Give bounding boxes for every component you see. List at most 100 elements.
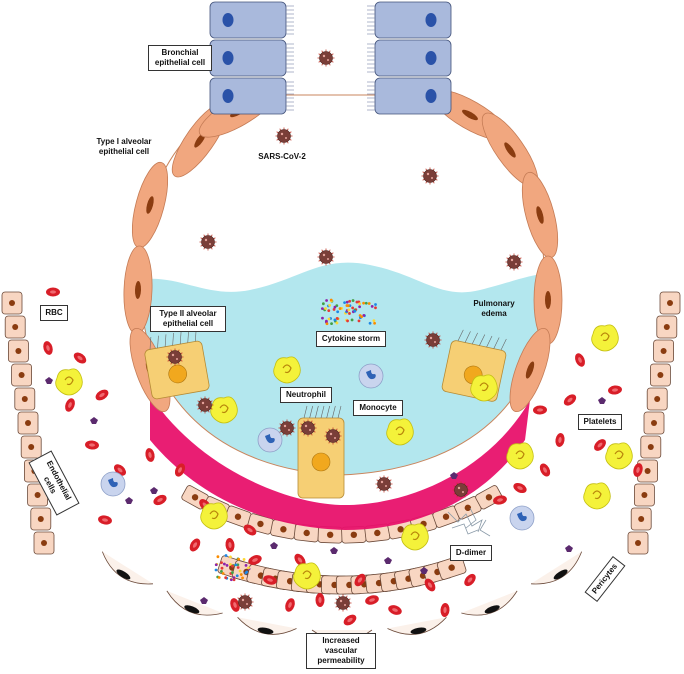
endothelial-column-right <box>653 339 674 363</box>
virus-particle <box>196 396 214 414</box>
type1-nucleus <box>545 291 551 309</box>
bronchial-body <box>209 1 287 39</box>
microvillus <box>471 332 478 345</box>
virus-capsid <box>377 477 391 491</box>
type2-nucleus <box>168 364 187 384</box>
red-blood-cell <box>225 538 235 552</box>
platelet-body <box>605 442 633 470</box>
monocyte-nucleus <box>265 434 275 444</box>
monocyte <box>257 427 283 453</box>
bronchial-body <box>374 39 452 77</box>
microvillus <box>164 334 167 347</box>
platelet-fragment <box>450 472 458 479</box>
platelet-granule <box>479 382 489 392</box>
red-blood-cell <box>263 575 277 585</box>
column-nucleus <box>18 372 25 378</box>
label-monocyte: Monocyte <box>353 400 403 416</box>
microvillus <box>303 405 308 419</box>
rbc-center <box>427 582 433 588</box>
red-blood-cell <box>145 448 155 462</box>
inner-endothelial-cell-nucleus <box>257 520 264 528</box>
red-blood-cell <box>85 440 99 450</box>
virus-spot <box>204 238 208 242</box>
column-nucleus <box>25 420 31 426</box>
label-cytokine-storm: Cytokine storm <box>316 331 386 347</box>
bronchial-cell <box>209 77 294 115</box>
rbc-center <box>357 577 363 583</box>
virus-spot <box>322 54 326 58</box>
rbc-center <box>517 486 523 490</box>
type2-cell <box>144 329 210 400</box>
bronchial-nucleus <box>425 13 437 27</box>
microvillus <box>486 335 493 348</box>
virus-spot <box>171 353 175 357</box>
virus-particle <box>278 419 296 437</box>
red-blood-cell <box>608 385 622 395</box>
endothelial-column-right <box>627 531 649 555</box>
cytokine-dot <box>367 302 371 305</box>
type1-cell <box>123 245 153 335</box>
cytokine-dot <box>335 321 339 325</box>
platelet-body <box>200 502 228 530</box>
cytokine-dot <box>225 564 229 567</box>
platelet-fragment <box>125 497 133 504</box>
platelet-granule <box>614 450 624 460</box>
virus-capsid <box>280 421 294 435</box>
red-blood-cell <box>153 494 167 506</box>
type1-cell <box>509 327 551 413</box>
red-blood-cell <box>539 463 551 477</box>
cytokine-dot <box>350 318 354 322</box>
endothelial-column-right <box>646 387 668 411</box>
red-blood-cell <box>594 439 606 451</box>
monocyte <box>358 363 384 389</box>
virus-spot <box>206 406 208 408</box>
cytokine-dot <box>330 322 333 326</box>
virus-particle <box>236 593 254 611</box>
rbc-center <box>467 577 473 583</box>
rbc-center <box>148 452 152 458</box>
type1-nucleus <box>462 109 478 121</box>
column-nucleus <box>37 516 44 522</box>
virus-capsid <box>238 595 252 609</box>
cytokine-dot <box>355 300 359 304</box>
platelet-granule <box>592 490 602 500</box>
red-blood-cell <box>315 593 325 607</box>
platelet-granule <box>64 376 74 386</box>
microvillus <box>493 337 500 349</box>
cytokine-dot <box>320 307 324 311</box>
platelet <box>583 482 611 510</box>
inner-endothelial-cell-nucleus <box>397 526 404 533</box>
platelet <box>210 396 238 424</box>
cytokine-dot <box>321 302 325 306</box>
cytokine-dot <box>241 576 244 580</box>
platelet <box>293 562 321 590</box>
virus-capsid <box>301 421 315 435</box>
red-blood-cell <box>563 394 577 406</box>
rbc-center <box>117 467 123 473</box>
label-increased-vascular-permeability: Increased vascular permeability <box>306 633 376 669</box>
virus-spot <box>241 598 245 602</box>
red-blood-cell <box>65 398 75 412</box>
column-nucleus <box>9 300 15 306</box>
bronchial-body <box>374 77 452 115</box>
virus-spot <box>309 429 311 431</box>
cytokine-dot <box>235 574 239 578</box>
cytokine-dot <box>247 566 250 570</box>
platelet-granule <box>209 510 219 520</box>
cytokine-dot <box>348 312 351 315</box>
red-blood-cell <box>174 463 186 477</box>
microvillus <box>337 405 342 419</box>
rbc-center <box>288 602 292 608</box>
endothelial-column-left <box>33 531 55 555</box>
virus-particle <box>452 481 470 499</box>
cytokine-dot <box>357 319 361 323</box>
cytokine-dot <box>321 316 324 320</box>
rbc-center <box>443 607 447 613</box>
cytokine-dot <box>351 299 355 302</box>
cytokine-dot <box>358 305 362 309</box>
platelet-fragment <box>90 417 98 424</box>
cytokine-dot <box>214 563 218 567</box>
cytokine-dot <box>351 306 355 310</box>
rbc-center <box>318 597 322 603</box>
cytokine-dot <box>373 321 376 325</box>
